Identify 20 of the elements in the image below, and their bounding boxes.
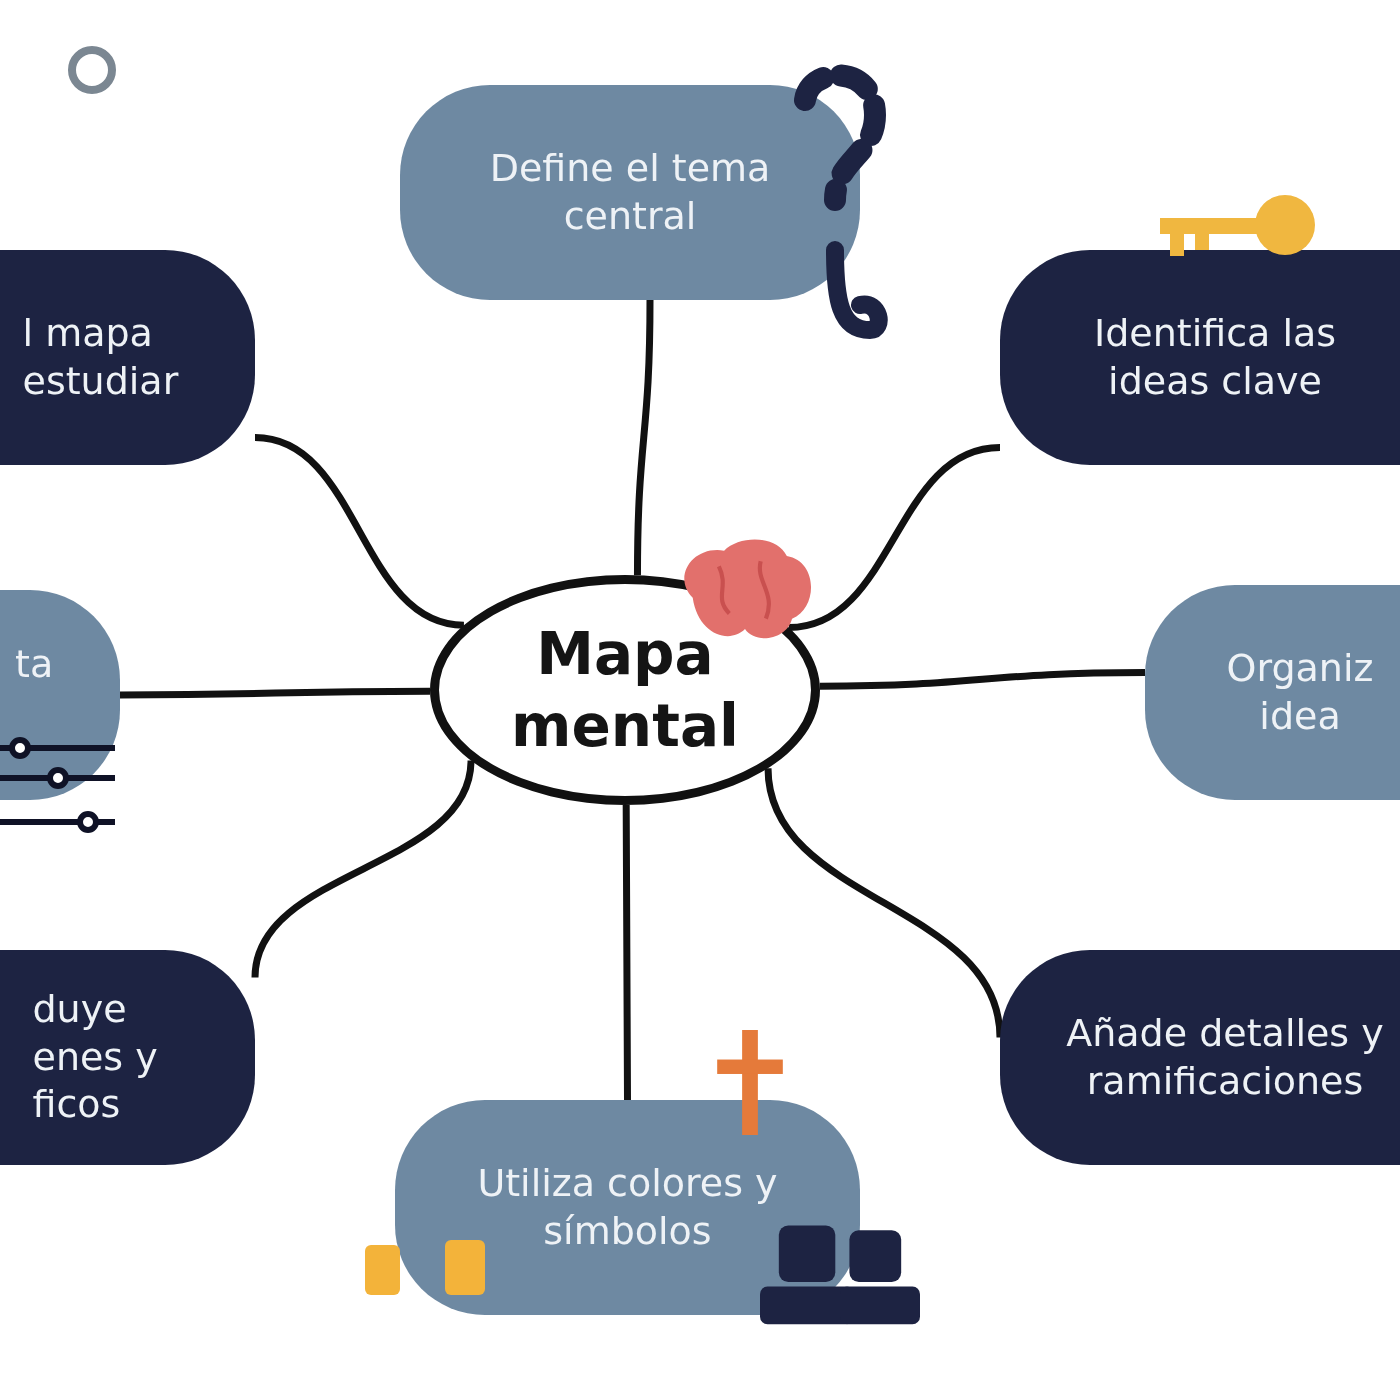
branch-pill <box>400 85 860 300</box>
connector-line <box>622 805 631 1100</box>
branch-label: ta <box>15 641 55 689</box>
branch-label: l mapa estudiar <box>22 310 180 405</box>
connector-line <box>819 669 1146 690</box>
branch-label: duye enes y ficos <box>32 986 159 1129</box>
branch-label: Añade detalles y ramificaciones <box>1065 1010 1385 1105</box>
branch-label: Define el tema central <box>488 145 772 240</box>
branch-label: Identifica las ideas clave <box>1092 310 1338 405</box>
connector-line <box>120 687 431 699</box>
connector-line <box>251 759 475 979</box>
branch-pill <box>1000 950 1400 1165</box>
connector-line <box>764 767 1004 1038</box>
branch-pill <box>1000 250 1400 465</box>
central-topic: Mapa mental <box>510 618 740 762</box>
branch-label: Organiz idea <box>1225 645 1375 740</box>
connector-line <box>633 299 654 576</box>
connector-line <box>788 444 1001 631</box>
branch-label: Utiliza colores y símbolos <box>476 1160 779 1255</box>
connector-line <box>254 434 465 629</box>
